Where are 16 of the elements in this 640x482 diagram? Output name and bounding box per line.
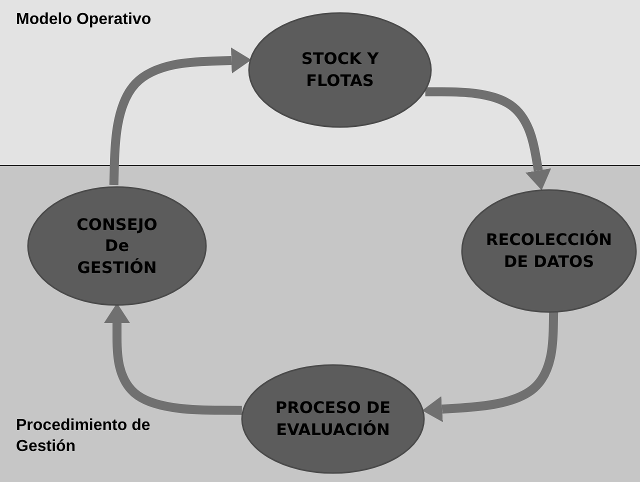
process-ellipse [248,12,432,128]
node-label: PROCESO DE EVALUACIÓN [274,397,392,441]
arrow [422,312,558,422]
process-ellipse [461,189,637,313]
arrow [425,87,552,190]
arrow [109,48,252,186]
node-label: STOCK Y FLOTAS [300,48,380,92]
process-ellipse [241,364,425,474]
band [0,0,640,165]
node-label: CONSEJO De GESTIÓN [76,214,158,278]
band-label: Modelo Operativo [16,10,152,30]
node-label: RECOLECCIÓN DE DATOS [484,229,614,273]
arrow [104,303,242,415]
process-ellipse [27,186,207,306]
band [0,165,640,482]
band-label: Procedimiento de Gestión [16,416,152,457]
